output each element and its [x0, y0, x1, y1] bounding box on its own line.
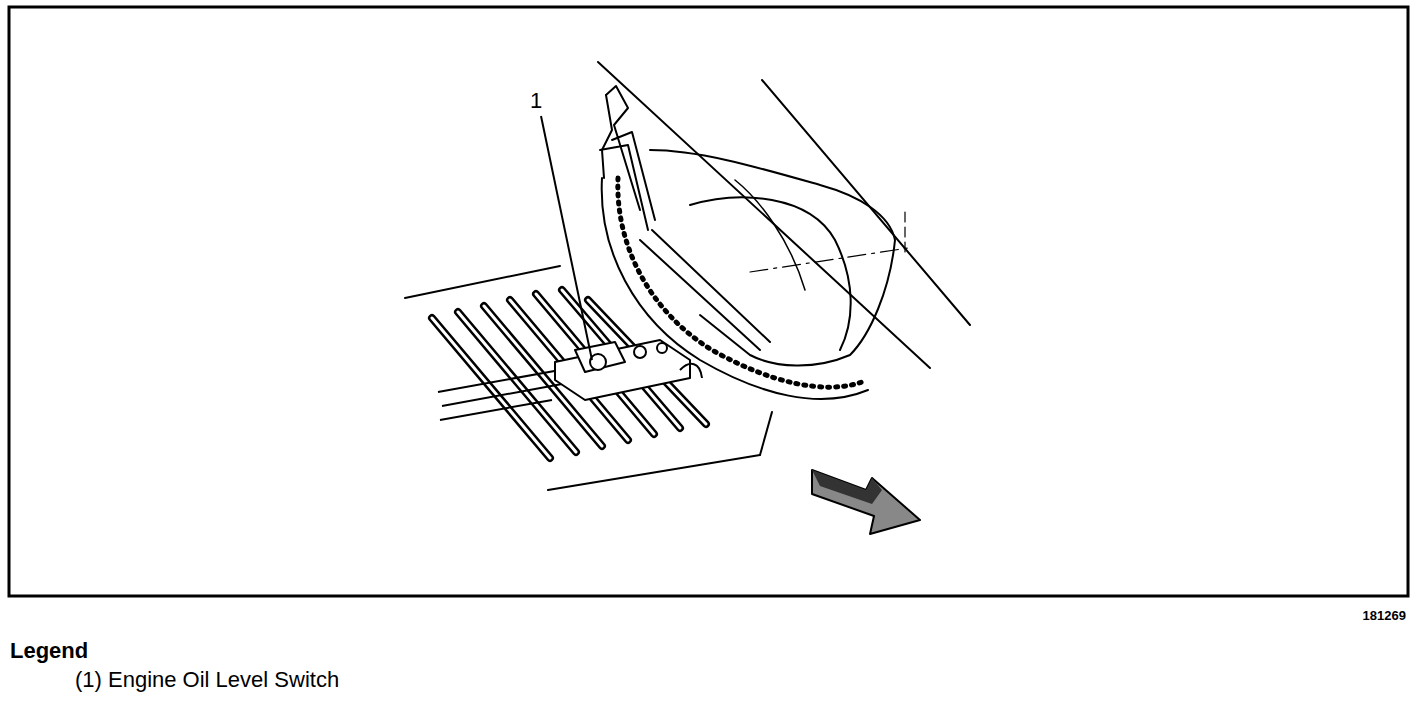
direction-arrow-shade	[812, 470, 882, 504]
legend-text: (1) Engine Oil Level Switch	[75, 667, 339, 692]
oil-level-switch-drawing	[438, 340, 702, 420]
direction-arrow	[812, 470, 920, 534]
legend-heading: Legend	[10, 638, 88, 664]
frame-border	[9, 7, 1408, 596]
callout-number: 1	[530, 88, 542, 114]
oil-pan-drawing	[405, 62, 970, 490]
leader-line	[541, 116, 592, 360]
crossmember-slats	[432, 290, 706, 458]
legend-entry: (1) Engine Oil Level Switch	[75, 667, 339, 693]
figure-number: 181269	[1363, 608, 1406, 623]
